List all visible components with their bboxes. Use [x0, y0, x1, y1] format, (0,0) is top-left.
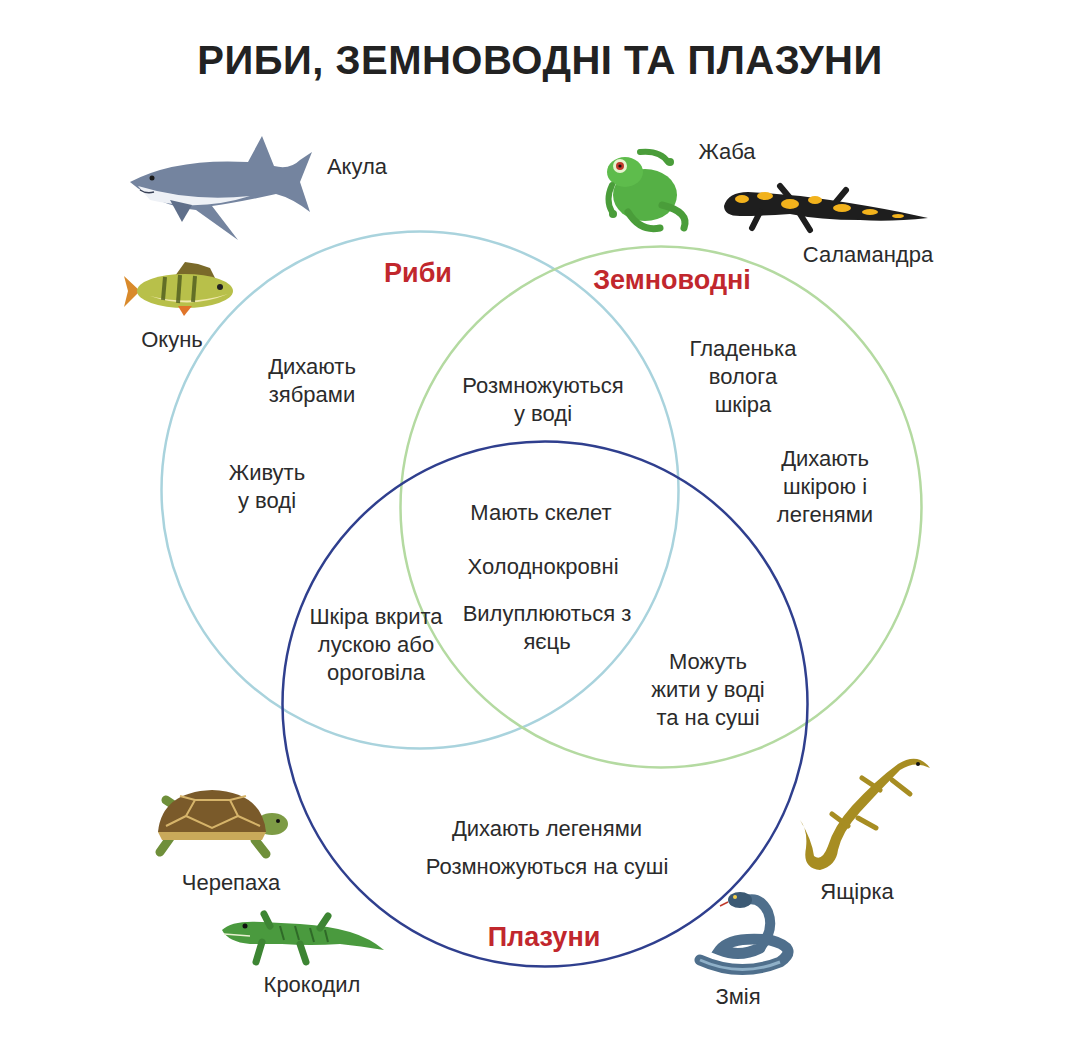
shared-feature: Розмножуються у воді [461, 372, 626, 428]
circle-outline [283, 442, 808, 967]
diagram-title: РИБИ, ЗЕМНОВОДНІ ТА ПЛАЗУНИ [0, 36, 1080, 84]
set-feature: Гладенька волога шкіра [682, 335, 804, 419]
shared-feature: Мають скелет [470, 499, 611, 527]
shared-feature: Вилуплюються з яєць [460, 600, 635, 656]
animal-name: Окунь [141, 326, 203, 354]
shared-feature: Шкіра вкрита лускою або ороговіла [296, 603, 456, 687]
animal-name: Саламандра [803, 241, 933, 269]
set-feature: Дихають легенями [452, 815, 642, 843]
set-heading: Земноводні [593, 264, 751, 296]
animal-name: Ящірка [820, 878, 893, 906]
set-heading: Риби [384, 257, 452, 289]
shared-feature: Холоднокровні [467, 553, 618, 581]
crocodile-picture [222, 914, 384, 962]
salamander-picture [724, 186, 928, 230]
turtle-picture [158, 790, 288, 854]
animal-name: Крокодил [264, 971, 361, 999]
animal-name: Черепаха [182, 869, 281, 897]
animal-name: Жаба [698, 138, 755, 166]
circle-outline [162, 232, 679, 749]
set-feature: Розмножуються на суші [426, 853, 669, 881]
set-heading: Плазуни [488, 921, 601, 953]
frog-picture [607, 152, 685, 229]
set-feature: Дихають зябрами [256, 353, 368, 409]
lizard-picture [800, 759, 930, 870]
animal-name: Змія [715, 983, 760, 1011]
circle-outline [401, 247, 922, 768]
shared-feature: Можуть жити у воді та на суші [648, 648, 768, 732]
perch-picture [124, 262, 233, 316]
set-feature: Живуть у воді [221, 459, 313, 515]
set-feature: Дихають шкірою і легенями [760, 445, 890, 529]
snake-picture [700, 892, 788, 970]
animal-name: Акула [327, 153, 387, 181]
shark-picture [130, 136, 312, 240]
